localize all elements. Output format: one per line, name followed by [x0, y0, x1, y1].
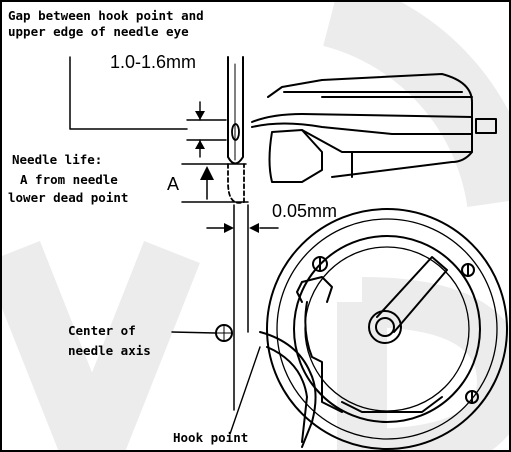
- hook-point-label: Hook point: [173, 430, 249, 445]
- needle-life-line2: A from needle: [20, 172, 118, 187]
- gap-label-line2: upper edge of needle eye: [8, 24, 189, 39]
- needle: [227, 56, 244, 165]
- gap-leader-line: [69, 56, 188, 130]
- hook-point-leader-line: [229, 346, 261, 435]
- rotary-hook: [259, 208, 508, 450]
- gap-label-line1: Gap between hook point and: [8, 8, 204, 23]
- needle-life-line3: lower dead point: [8, 190, 129, 205]
- clearance-value: 0.05mm: [272, 201, 338, 221]
- needle-life-line1: Needle life:: [12, 152, 103, 167]
- gap-dimension-arrows: [186, 101, 227, 158]
- hook-assembly: [251, 73, 497, 183]
- center-label-line1: Center of: [68, 323, 136, 338]
- gap-value: 1.0-1.6mm: [110, 52, 197, 72]
- center-leader-line: [171, 331, 216, 334]
- center-label-line2: needle axis: [68, 343, 151, 358]
- a-marker: A: [167, 174, 180, 194]
- needle-lower-dead-point: [227, 163, 245, 204]
- needle-life-dimension: [181, 163, 249, 203]
- clearance-dimension: [206, 204, 279, 411]
